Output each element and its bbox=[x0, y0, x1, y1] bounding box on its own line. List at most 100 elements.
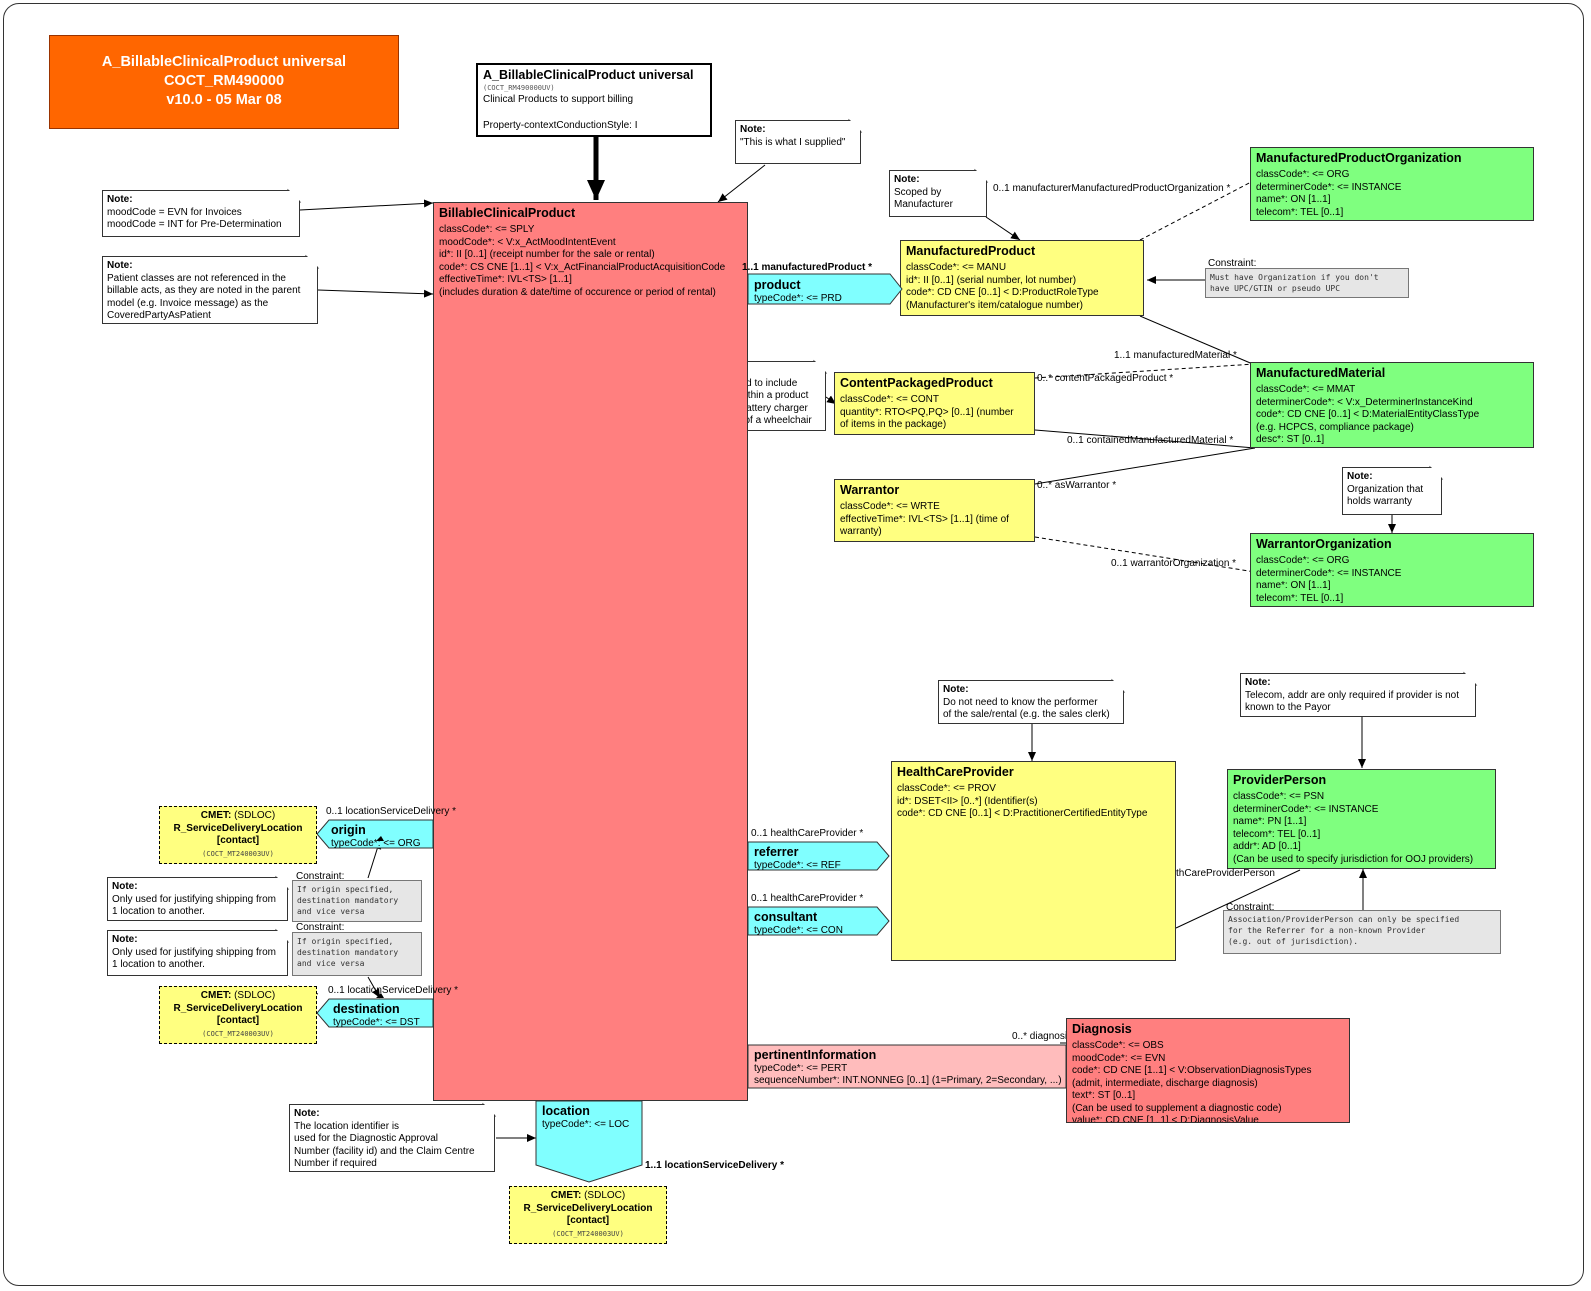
constraint-line: destination mandatory bbox=[297, 896, 399, 905]
entry-style: Property-contextConductionStyle: I bbox=[483, 120, 638, 131]
label-contained-material: 0..1 containedManufacturedMaterial * bbox=[1067, 435, 1234, 446]
rel-origin[interactable]: origin typeCode*: <= ORG bbox=[326, 821, 426, 852]
model-title-box: A_BillableClinicalProduct universal COCT… bbox=[49, 35, 399, 129]
class-warrantor-organization[interactable]: WarrantorOrganization classCode*: <= ORG… bbox=[1250, 533, 1534, 607]
hcp-pp-link bbox=[1175, 869, 1301, 929]
attr: name*: ON [1..1] bbox=[1256, 194, 1331, 205]
class-health-care-provider[interactable]: HealthCareProvider classCode*: <= PROV i… bbox=[891, 761, 1176, 961]
cmet-label: CMET: bbox=[200, 990, 232, 1001]
attr: id*: DSET<II> [0..*] (Identifier(s) bbox=[897, 795, 1038, 807]
model-id: COCT_RM490000 bbox=[163, 73, 285, 89]
rel-name: referrer bbox=[754, 845, 799, 859]
rel-referrer[interactable]: referrer typeCode*: <= REF bbox=[749, 843, 846, 874]
cmet-label: CMET: bbox=[200, 810, 232, 821]
constraint-line: If origin specified, bbox=[297, 937, 394, 946]
cmet-origin-location[interactable]: CMET: (SDLOC) R_ServiceDeliveryLocation … bbox=[159, 806, 317, 864]
class-manufactured-product-organization[interactable]: ManufacturedProductOrganization classCod… bbox=[1250, 147, 1534, 221]
constraint-origin: If origin specified, destination mandato… bbox=[292, 880, 422, 922]
cmet-code: (SDLOC) bbox=[231, 990, 276, 1001]
cmet-service-location[interactable]: CMET: (SDLOC) R_ServiceDeliveryLocation … bbox=[509, 1186, 667, 1244]
attr: (Can be used to specify jurisdiction for… bbox=[1233, 853, 1474, 865]
supplied-note-line bbox=[717, 164, 766, 203]
attr: classCode*: <= WRTE bbox=[840, 501, 940, 512]
note-line: elements within a product bbox=[695, 390, 809, 401]
rel-consultant[interactable]: consultant typeCode*: <= CON bbox=[749, 908, 848, 939]
constraint-line: If origin specified, bbox=[297, 885, 394, 894]
label-dest-location: 0..1 locationServiceDelivery * bbox=[328, 985, 459, 996]
rel-type: typeCode*: <= CON bbox=[754, 925, 843, 936]
class-provider-person[interactable]: ProviderPerson classCode*: <= PSN determ… bbox=[1227, 769, 1496, 869]
constraint-line: have UPC/GTIN or pseudo UPC bbox=[1210, 284, 1341, 293]
note-text: "This is what I supplied" bbox=[740, 136, 846, 148]
attr-classcode: classCode*: <= SPLY bbox=[439, 224, 535, 235]
label-content-packaged-product: 0..* contentPackagedProduct * bbox=[1037, 373, 1174, 384]
rel-name: product bbox=[754, 278, 801, 292]
attr: telecom*: TEL [0..1] bbox=[1256, 592, 1344, 604]
note-line: 1 location to another. bbox=[112, 959, 205, 970]
entry-desc: Clinical Products to support billing bbox=[483, 94, 634, 105]
attr: classCode*: <= CONT bbox=[840, 394, 939, 405]
label-manufactured-product: 1..1 manufacturedProduct * bbox=[742, 262, 873, 273]
class-title: HealthCareProvider bbox=[897, 765, 1014, 779]
rel-location[interactable]: location typeCode*: <= LOC bbox=[537, 1102, 634, 1133]
label-mpo: 0..1 manufacturerManufacturedProductOrga… bbox=[993, 183, 1231, 194]
note-head: Note: bbox=[1245, 677, 1271, 688]
attr: determinerCode*: <= INSTANCE bbox=[1256, 567, 1402, 579]
note-head: Note: bbox=[112, 881, 138, 892]
constraint-upc: Must have Organization if you don't have… bbox=[1205, 268, 1409, 298]
note-performer: Note: Do not need to know the performer … bbox=[938, 680, 1124, 724]
rel-product[interactable]: product typeCode*: <= PRD bbox=[749, 276, 847, 307]
attr: classCode*: <= OBS bbox=[1072, 1040, 1164, 1051]
cmet-variant: [contact] bbox=[216, 835, 260, 846]
constraint-line: destination mandatory bbox=[297, 948, 399, 957]
attr: determinerCode*: <= INSTANCE bbox=[1256, 181, 1402, 193]
rel-type: typeCode*: <= ORG bbox=[331, 838, 421, 849]
label-provider-person: thCareProviderPerson bbox=[1176, 868, 1275, 879]
note-patient: Note: Patient classes are not referenced… bbox=[102, 256, 318, 324]
note-head: Note: bbox=[294, 1108, 320, 1119]
attr: desc*: ST [0..1] bbox=[1256, 434, 1325, 445]
constraint-destination: If origin specified, destination mandato… bbox=[292, 932, 422, 976]
rel-name: location bbox=[542, 1104, 590, 1118]
note-head: Note: bbox=[1347, 471, 1373, 482]
label-hcp-consultant: 0..1 healthCareProvider * bbox=[751, 893, 864, 904]
class-title: Diagnosis bbox=[1072, 1022, 1132, 1036]
attr: quantity*: RTO<PQ,PQ> [0..1] (number bbox=[840, 406, 1014, 418]
rel-pertinent-information[interactable]: pertinentInformation typeCode*: <= PERT … bbox=[749, 1046, 1065, 1089]
class-manufactured-product[interactable]: ManufacturedProduct classCode*: <= MANU … bbox=[900, 240, 1144, 316]
attr: classCode*: <= MMAT bbox=[1256, 384, 1356, 395]
class-title: ManufacturedProductOrganization bbox=[1256, 151, 1462, 165]
class-content-packaged-product[interactable]: ContentPackagedProduct classCode*: <= CO… bbox=[834, 372, 1035, 435]
note-line: Telecom, addr are only required if provi… bbox=[1245, 689, 1459, 701]
rel-destination[interactable]: destination typeCode*: <= DST bbox=[328, 1000, 425, 1031]
rel-name: pertinentInformation bbox=[754, 1048, 877, 1062]
label-location-delivery: 1..1 locationServiceDelivery * bbox=[645, 1160, 784, 1171]
attr-id: id*: II [0..1] (receipt number for the s… bbox=[439, 249, 655, 260]
class-title: ManufacturedProduct bbox=[906, 244, 1036, 258]
warrantor-wo-link bbox=[1034, 536, 1256, 573]
note-destination: Note: Only used for justifying shipping … bbox=[107, 930, 288, 976]
constraint-label: Constraint: bbox=[1226, 902, 1275, 913]
note-head: Note: bbox=[107, 260, 133, 271]
rel-type: typeCode*: <= DST bbox=[333, 1017, 420, 1028]
cmet-destination-location[interactable]: CMET: (SDLOC) R_ServiceDeliveryLocation … bbox=[159, 986, 317, 1044]
class-title: ManufacturedMaterial bbox=[1256, 366, 1386, 380]
class-diagnosis[interactable]: Diagnosis classCode*: <= OBS moodCode*: … bbox=[1066, 1018, 1350, 1123]
class-manufactured-material[interactable]: ManufacturedMaterial classCode*: <= MMAT… bbox=[1250, 362, 1534, 448]
entry-id: (COCT_RM490000UV) bbox=[483, 84, 555, 92]
note-head: Note: bbox=[107, 194, 133, 205]
attr: telecom*: TEL [0..1] bbox=[1233, 828, 1321, 840]
class-title: ProviderPerson bbox=[1233, 773, 1327, 787]
class-title: BillableClinicalProduct bbox=[439, 206, 576, 220]
entry-point-box[interactable]: A_BillableClinicalProduct universal (COC… bbox=[476, 63, 712, 137]
cmet-label: CMET: bbox=[550, 1190, 582, 1201]
rel-seq: sequenceNumber*: INT.NONNEG [0..1] (1=Pr… bbox=[754, 1075, 1062, 1086]
note-line: Only used for justifying shipping from bbox=[112, 946, 276, 958]
class-warrantor[interactable]: Warrantor classCode*: <= WRTE effectiveT… bbox=[834, 479, 1035, 542]
class-billable-clinical-product[interactable]: BillableClinicalProduct classCode*: <= S… bbox=[433, 202, 748, 1101]
note-line: model (e.g. Invoice message) as the bbox=[107, 297, 269, 309]
attr: classCode*: <= MANU bbox=[906, 262, 1007, 273]
attr: name*: PN [1..1] bbox=[1233, 816, 1307, 827]
note-line: holds warranty bbox=[1347, 496, 1413, 507]
attr-moodcode: moodCode*: < V:x_ActMoodIntentEvent bbox=[439, 236, 616, 248]
